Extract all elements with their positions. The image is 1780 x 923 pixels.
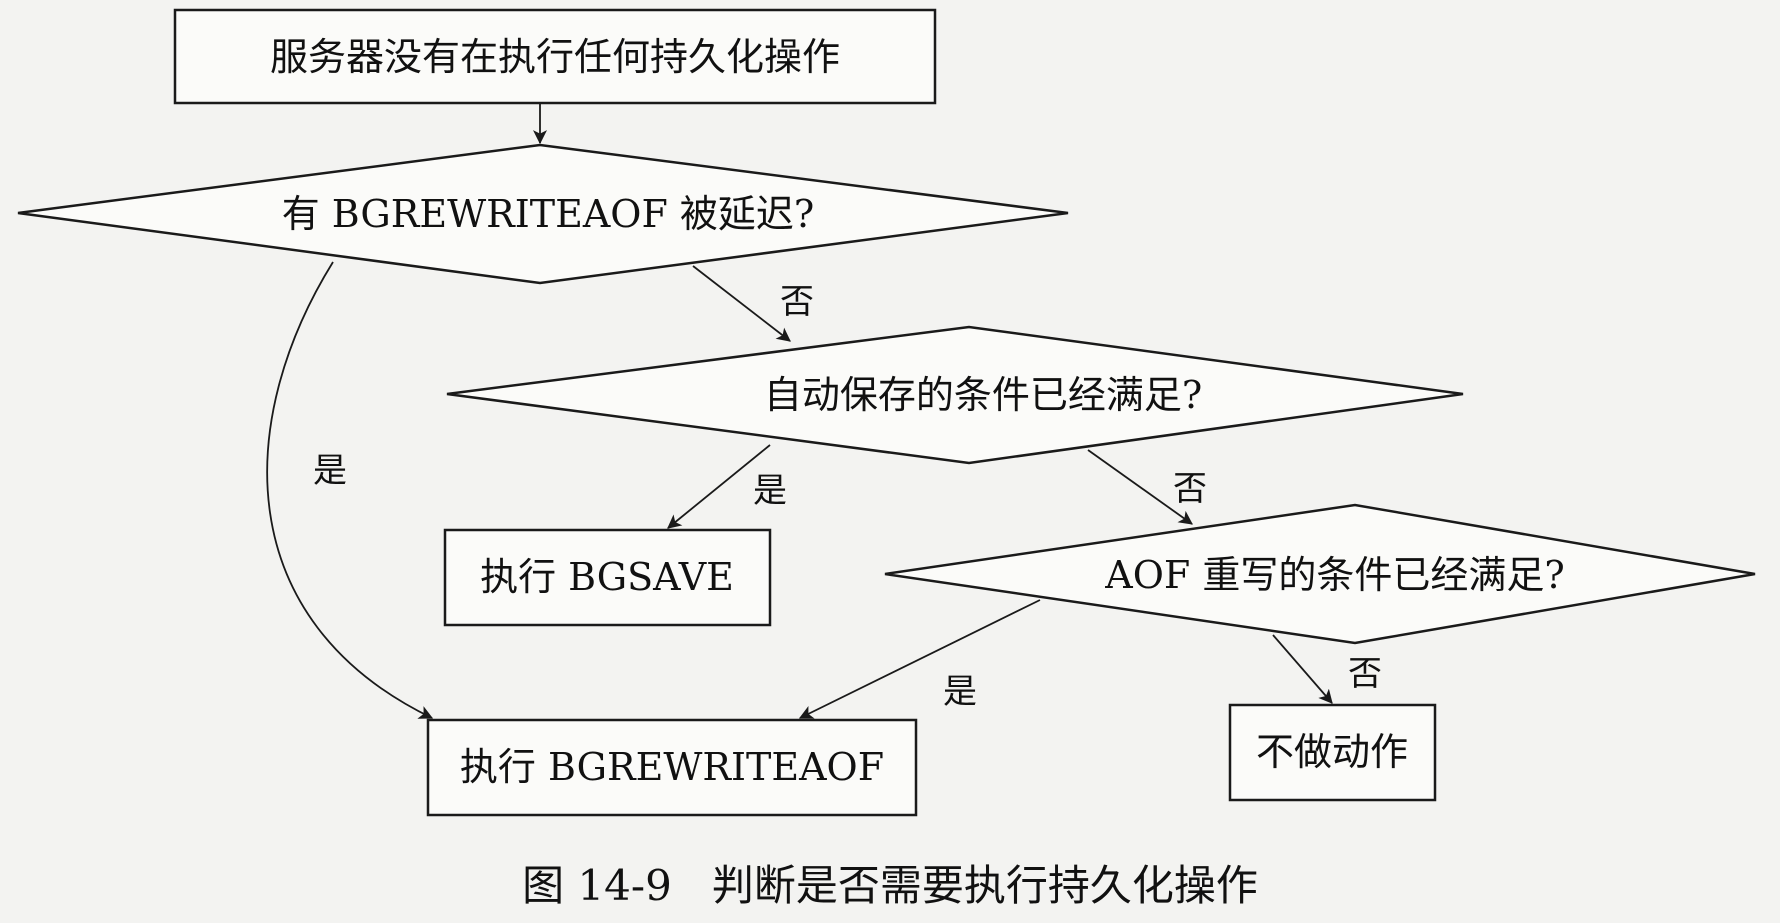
- edge-delayed-yes-label: 是: [313, 451, 347, 491]
- edge-aof-yes: [798, 599, 1041, 719]
- edge-autosave-yes: [667, 444, 771, 529]
- edge-aof-no: [1272, 634, 1333, 704]
- bgrewriteaof-node: [426, 718, 918, 817]
- autosave-label: 自动保存的条件已经满足?: [764, 373, 1202, 417]
- aof-rewrite-decision: [884, 503, 1756, 645]
- edge-autosave-no-label: 否: [1173, 469, 1207, 509]
- start-node: [173, 8, 937, 105]
- bgsave-label: 执行 BGSAVE: [480, 555, 734, 599]
- edge-autosave-yes-label: 是: [753, 471, 787, 511]
- figure-caption: 图 14-9 判断是否需要执行持久化操作: [522, 861, 1258, 910]
- aof-rewrite-label: AOF 重写的条件已经满足?: [1104, 553, 1564, 597]
- edge-aof-yes-label: 是: [943, 672, 977, 712]
- start-node-label: 服务器没有在执行任何持久化操作: [270, 35, 840, 79]
- autosave-decision: [446, 325, 1464, 465]
- do-nothing-node: [1228, 703, 1437, 802]
- edge-delayed-yes: [266, 261, 434, 719]
- edge-aof-no-label: 否: [1348, 654, 1382, 694]
- bgrewriteaof-label: 执行 BGREWRITEAOF: [460, 745, 884, 789]
- do-nothing-label: 不做动作: [1256, 730, 1408, 774]
- edge-autosave-no: [1087, 449, 1193, 525]
- edge-delayed-no: [692, 265, 791, 342]
- bgrewrite-delayed-decision: [17, 143, 1069, 285]
- bgsave-node: [443, 528, 772, 627]
- edge-delayed-no-label: 否: [780, 282, 814, 322]
- bgrewrite-delayed-label: 有 BGREWRITEAOF 被延迟?: [282, 192, 815, 236]
